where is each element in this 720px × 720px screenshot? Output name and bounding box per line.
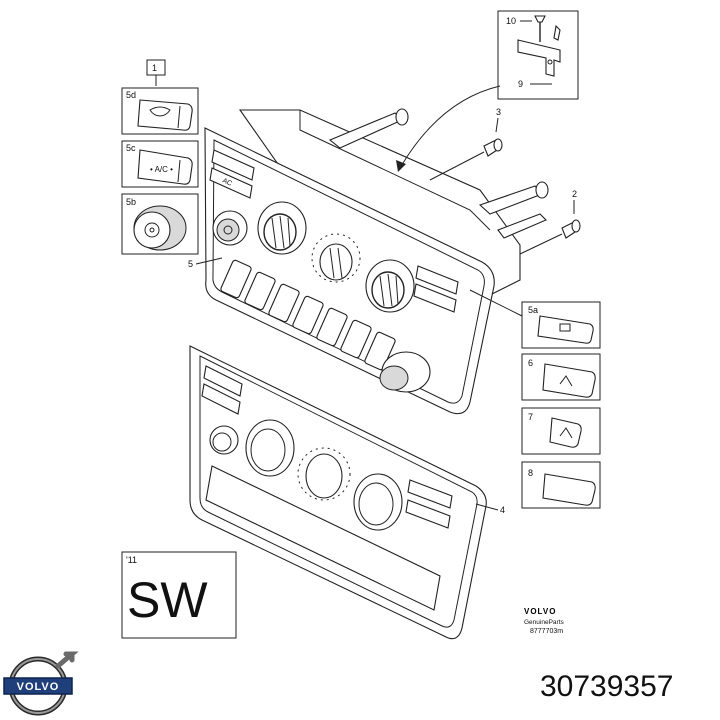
inset-5d: 5d [121,87,199,135]
logo-text: VOLVO [17,681,60,693]
front-bezel [189,345,487,640]
callout-3: 3 [496,107,501,117]
inset-7: 7 [521,407,601,455]
svg-text:• A/C •: • A/C • [150,165,173,174]
inset-8: 8 [521,461,601,509]
sw-code-box: '11 SW [121,551,237,639]
callout-5d: 5d [126,90,136,100]
callout-4: 4 [500,505,505,515]
callout-5: 5 [188,259,193,269]
reference-code: 8777703m [530,628,563,635]
callout-8: 8 [528,468,533,478]
brand-text: VOLVO [524,607,556,616]
callout-2: 2 [572,189,577,199]
inset-5b: 5b [121,193,199,255]
part-number: 30739357 [540,670,673,703]
volvo-iron-mark-icon: VOLVO [3,651,79,716]
callout-5a: 5a [528,305,538,315]
callout-6: 6 [528,358,533,368]
inset-5c: 5c • A/C • [121,140,199,188]
callout-5c: 5c [126,143,136,153]
inset-5a: 5a [469,289,601,349]
inset-6: 6 [521,353,601,401]
sw-code: SW [127,572,208,628]
callout-10: 10 [506,16,516,26]
svg-text:AC: AC [221,177,233,187]
sw-year: '11 [126,555,137,565]
callout-9: 9 [518,79,523,89]
climate-control-unit: AC [204,108,549,415]
callout-5b: 5b [126,197,136,207]
inset-bracket-9-10: 10 9 [497,10,579,100]
genuine-parts-text: GenuineParts [524,619,564,626]
callout-7: 7 [528,412,533,422]
callout-1: 1 [152,63,157,73]
